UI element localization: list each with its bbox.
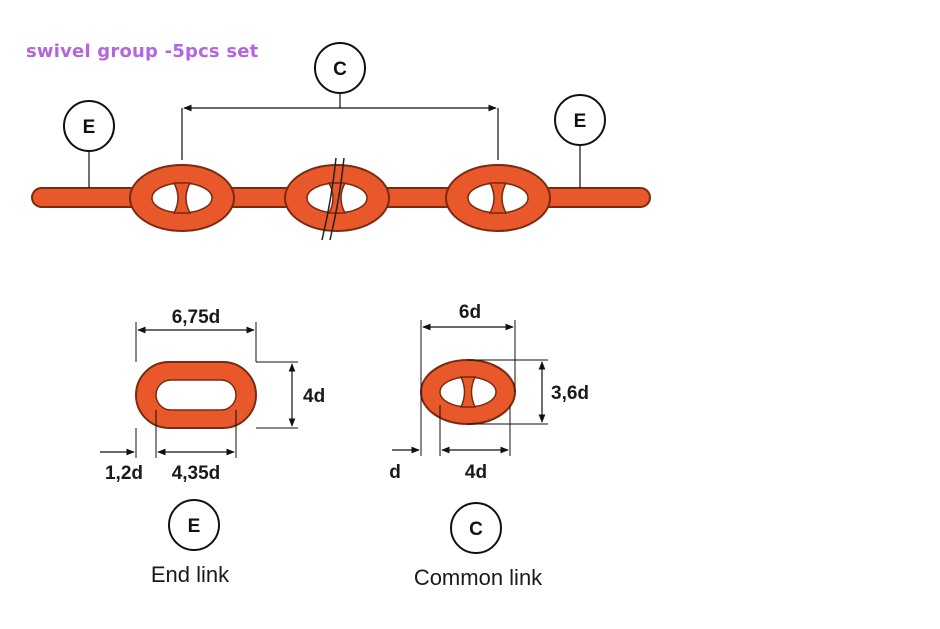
common-link-inner-label: 4d bbox=[465, 462, 487, 483]
common-link-height-label: 3,6d bbox=[551, 383, 589, 404]
common-link-stud bbox=[459, 376, 477, 408]
chain-assembly bbox=[31, 157, 651, 241]
common-link-name: Common link bbox=[414, 565, 543, 590]
top-label-e-left: E bbox=[83, 117, 96, 138]
common-link-3 bbox=[445, 164, 551, 232]
common-link-thickness-label: d bbox=[389, 462, 401, 483]
common-link-width-label: 6d bbox=[459, 302, 481, 323]
top-label-e-right-group: E bbox=[554, 94, 606, 188]
end-link-circle-label: E bbox=[188, 516, 201, 537]
break-mark bbox=[321, 157, 337, 241]
end-link-detail: 6,75d 4d 1,2d 4,35d E End link bbox=[100, 307, 325, 587]
end-link-thickness-label: 1,2d bbox=[105, 463, 143, 484]
common-link-detail: 6d 3,6d d 4d C Common link bbox=[389, 302, 589, 590]
top-dimension-c: C bbox=[181, 42, 499, 160]
end-link-hole bbox=[155, 379, 237, 411]
common-link-circle-label: C bbox=[469, 519, 483, 540]
end-link-inner-label: 4,35d bbox=[172, 463, 221, 484]
end-link-height-label: 4d bbox=[303, 386, 325, 407]
top-label-c: C bbox=[333, 59, 347, 80]
common-link-1 bbox=[129, 164, 235, 232]
top-label-e-right: E bbox=[574, 111, 587, 132]
end-link-width-label: 6,75d bbox=[172, 307, 221, 328]
caption-title: swivel group -5pcs set bbox=[26, 41, 259, 62]
end-link-name: End link bbox=[151, 562, 230, 587]
break-mark-2 bbox=[329, 157, 345, 241]
top-label-e-left-group: E bbox=[63, 100, 115, 188]
common-link-2 bbox=[284, 164, 390, 232]
